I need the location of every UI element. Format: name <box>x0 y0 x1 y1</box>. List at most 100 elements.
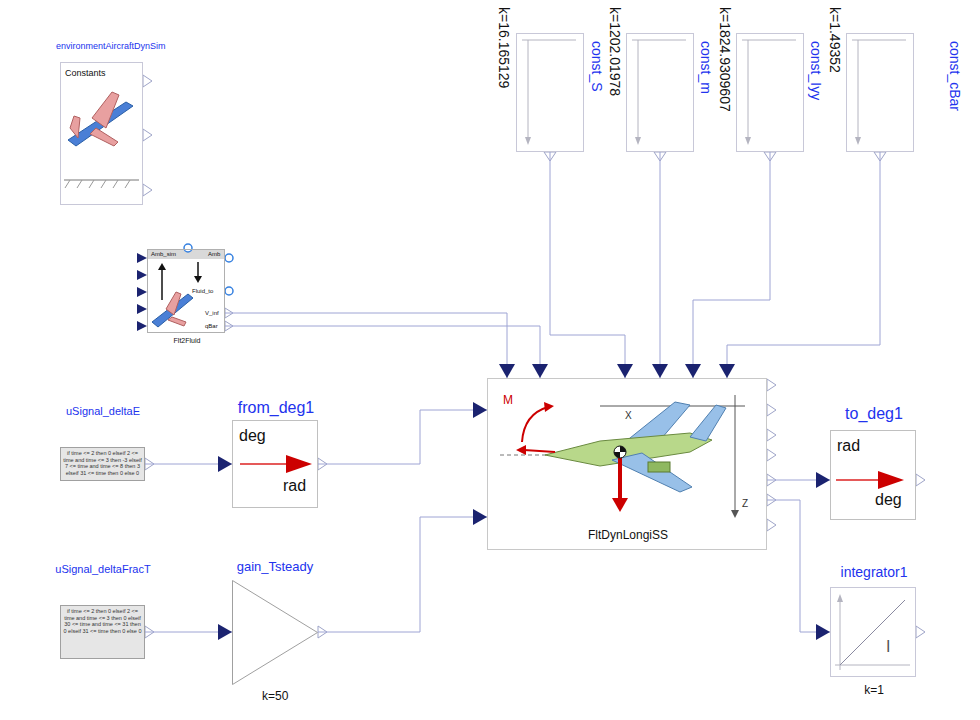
parameter-value: k=16.165129 <box>496 7 512 88</box>
flt2fluid-block: Amb_simAmbFluid_toV_infqBarFlt2Fluid <box>147 249 225 333</box>
output-port <box>544 152 886 161</box>
input-port <box>137 253 147 331</box>
port-name: Amb <box>208 251 220 258</box>
environment-icon <box>64 180 139 181</box>
environment-icon <box>92 92 119 128</box>
gain-triangle <box>233 581 318 685</box>
block-name: const_m <box>698 41 714 94</box>
constant-icon <box>858 40 859 138</box>
aircraft-illustration <box>618 455 622 500</box>
output-port <box>143 75 152 87</box>
gain-block: gain_Tsteadyk=50 <box>232 580 318 685</box>
unit-text: rad <box>837 437 860 455</box>
input-port <box>137 253 147 263</box>
fluid-port <box>184 244 192 252</box>
output-port <box>916 474 925 486</box>
axis-arrow <box>855 137 861 145</box>
flt2fluid-icon <box>148 250 224 327</box>
constant-block: k=1.49352const_cBar <box>846 33 914 152</box>
integrator-icon <box>835 665 910 666</box>
output-port <box>143 75 152 196</box>
conversion-block: from_deg1degrad <box>232 420 318 508</box>
parameter-value: k=1202.01978 <box>607 7 623 96</box>
flt2fluid-icon <box>194 276 202 283</box>
input-port <box>137 287 147 297</box>
aircraft-illustration <box>690 405 726 441</box>
icon-text: Constants <box>65 68 106 78</box>
connector <box>225 313 507 378</box>
constant-icon <box>632 40 686 41</box>
connector <box>767 480 830 481</box>
integrator-block: integrator1Ik=1 <box>830 587 916 677</box>
aircraft-illustration <box>612 498 628 512</box>
environment-block: environmentAircraftDynSimConstants <box>60 62 143 205</box>
constant-icon <box>742 40 796 41</box>
flt2fluid-icon <box>197 262 199 276</box>
block-name: const_S <box>589 41 605 92</box>
output-port <box>767 519 776 531</box>
port-name: Amb_sim <box>151 251 176 258</box>
block-name: const_cBar <box>947 41 963 111</box>
block-name: uSignal_deltaFracT <box>55 563 150 576</box>
unit-text: deg <box>875 491 902 509</box>
output-port <box>143 184 152 196</box>
aircraft-illustration <box>516 445 526 455</box>
output-port <box>767 379 776 531</box>
expression-text: if time <= 2 then 0 elseif 2 <= time and… <box>63 450 142 476</box>
constant-block: k=16.165129const_S <box>516 33 584 152</box>
output-port <box>767 404 776 416</box>
aircraft-illustration <box>731 510 739 518</box>
aircraft-illustration <box>544 402 554 412</box>
fluid-port <box>225 287 233 295</box>
output-port <box>767 379 776 391</box>
connector <box>767 500 830 632</box>
conversion-arrow <box>836 479 880 481</box>
block-name: Flt2Fluid <box>174 337 201 345</box>
input-port <box>137 304 147 314</box>
conversion-arrow <box>836 471 904 489</box>
aircraft-illustration <box>614 446 626 458</box>
gain-triangle <box>232 580 318 685</box>
connector <box>693 152 770 378</box>
environment-icon <box>70 116 80 138</box>
block-name: from_deg1 <box>238 399 315 417</box>
aircraft-illustration <box>522 407 548 442</box>
port-name: Fluid_to <box>192 288 213 295</box>
connector <box>225 326 540 378</box>
connector <box>145 464 232 465</box>
block-name: gain_Tsteady <box>237 560 314 575</box>
axis-arrow <box>635 137 641 145</box>
integrator-icon <box>840 600 841 670</box>
constant-icon <box>638 40 639 138</box>
flt2fluid-icon <box>161 270 163 300</box>
flt2fluid-icon <box>158 263 166 270</box>
aircraft-illustration <box>735 395 736 512</box>
environment-icon <box>90 128 118 146</box>
conversion-arrow <box>878 471 904 489</box>
axis-arrow <box>745 137 751 145</box>
port-name: qBar <box>205 323 218 330</box>
unit-text: rad <box>283 477 306 495</box>
output-port <box>767 449 776 461</box>
constant-block: k=1202.01978const_m <box>626 33 694 152</box>
parameter-value: k=1824.9309607 <box>717 7 733 112</box>
flt2fluid-icon <box>166 292 181 315</box>
block-name: integrator1 <box>841 564 908 580</box>
block-name: to_deg1 <box>845 405 903 423</box>
unit-text: deg <box>239 427 266 445</box>
output-port <box>767 429 776 441</box>
conversion-arrow <box>240 455 312 473</box>
signal-block: uSignal_deltaEif time <= 2 then 0 elseif… <box>60 447 145 481</box>
input-port <box>137 321 147 331</box>
aircraft-illustration <box>524 450 555 452</box>
aircraft-illustration <box>648 462 670 472</box>
constant-icon <box>522 40 576 41</box>
connector <box>550 152 625 378</box>
connector <box>318 410 487 464</box>
expression-text: if time <= 2 then 0 elseif 2 <= time and… <box>63 608 142 634</box>
constant-block: k=1824.9309607const_Iyy <box>736 33 804 152</box>
axis-arrow <box>525 137 531 145</box>
moment-symbol: M <box>503 394 513 408</box>
